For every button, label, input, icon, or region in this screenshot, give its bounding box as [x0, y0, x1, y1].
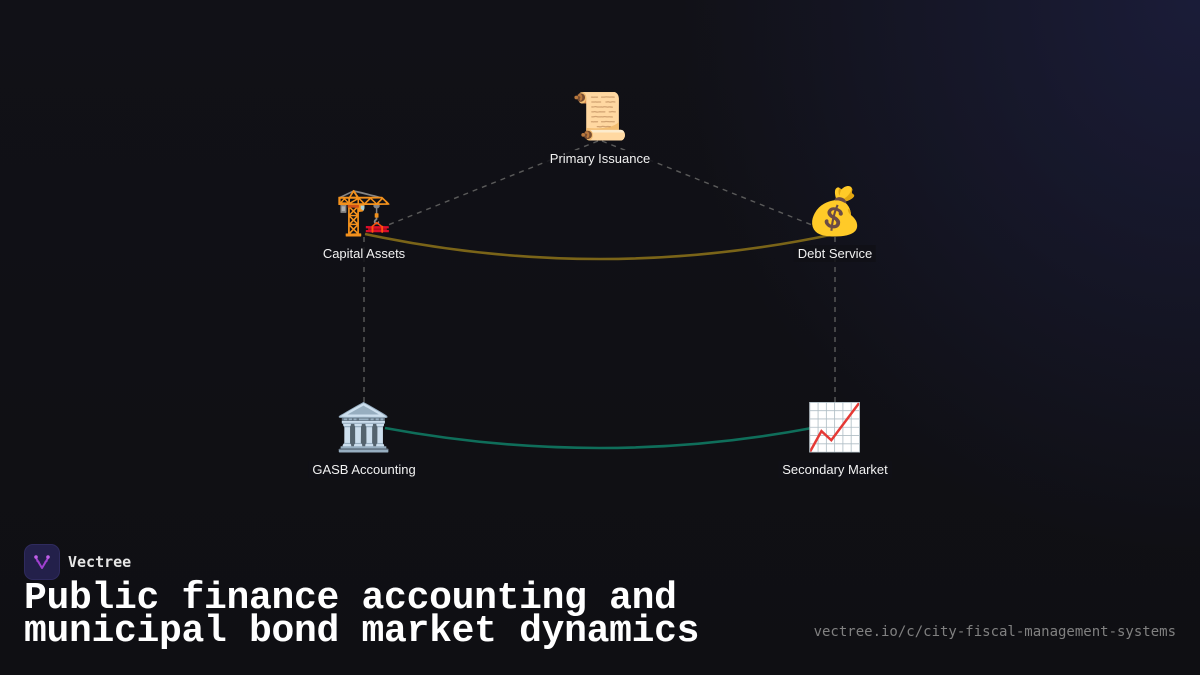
- edge-capital-to-debt: [364, 232, 836, 261]
- page-title: Public finance accounting and municipal …: [24, 580, 699, 651]
- scroll-icon: 📜: [571, 89, 629, 143]
- node-secondary-market[interactable]: 📈 Secondary Market: [778, 399, 892, 478]
- money-bag-icon: 💰: [806, 184, 864, 238]
- node-primary-issuance[interactable]: 📜 Primary Issuance: [545, 88, 655, 167]
- title-line-2: municipal bond market dynamics: [24, 610, 700, 653]
- node-label: Capital Assets: [318, 245, 410, 262]
- construction-crane-icon: 🏗️: [335, 184, 393, 238]
- node-gasb-accounting[interactable]: 🏛️ GASB Accounting: [308, 399, 420, 478]
- edge-gasb-to-secondary: [384, 426, 813, 450]
- brand-name: Vectree: [68, 553, 132, 571]
- node-debt-service[interactable]: 💰 Debt Service: [793, 183, 877, 262]
- source-url[interactable]: vectree.io/c/city-fiscal-management-syst…: [813, 624, 1176, 640]
- node-label: GASB Accounting: [308, 461, 420, 478]
- vectree-logo-icon: [24, 544, 60, 580]
- node-label: Secondary Market: [778, 461, 892, 478]
- node-capital-assets[interactable]: 🏗️ Capital Assets: [318, 183, 410, 262]
- chart-increasing-icon: 📈: [806, 400, 864, 454]
- title-line-1: Public finance accounting and: [24, 577, 677, 620]
- node-label: Primary Issuance: [545, 150, 655, 167]
- brand[interactable]: Vectree: [24, 544, 131, 580]
- node-label: Debt Service: [793, 245, 877, 262]
- classical-building-icon: 🏛️: [335, 400, 393, 454]
